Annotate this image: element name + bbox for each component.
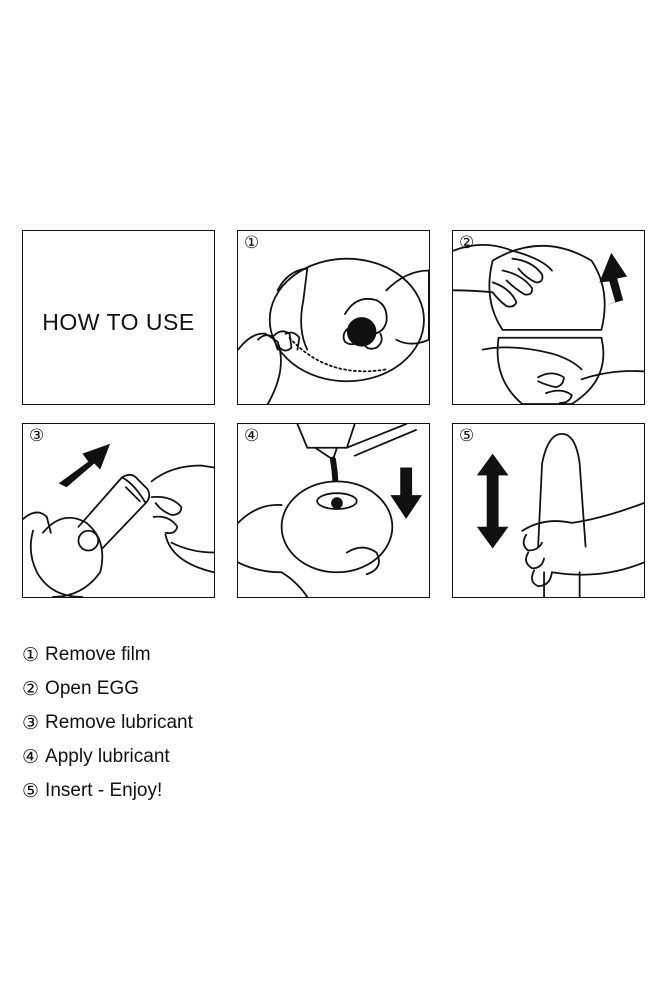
- step-3-panel: ③: [22, 423, 215, 598]
- step-item-4-marker: ④: [22, 746, 40, 768]
- step-item-1-text: Remove film: [45, 644, 151, 665]
- step-item-4: ④ Apply lubricant: [22, 740, 193, 774]
- remove-lubricant-illustration: [23, 443, 214, 597]
- step-item-5: ⑤ Insert - Enjoy!: [22, 774, 193, 808]
- step-item-5-marker: ⑤: [22, 780, 40, 802]
- step-3-marker: ③: [29, 426, 45, 446]
- step-5-panel: ⑤: [452, 423, 645, 598]
- step-2-marker: ②: [459, 233, 475, 253]
- step-1-panel: ①: [237, 230, 430, 405]
- remove-film-illustration: [238, 257, 429, 404]
- step-item-3: ③ Remove lubricant: [22, 706, 193, 740]
- step-item-2-text: Open EGG: [45, 678, 140, 699]
- step-1-marker: ①: [244, 233, 260, 253]
- step-2-panel: ②: [452, 230, 645, 405]
- open-egg-illustration: [453, 243, 644, 404]
- step-5-marker: ⑤: [459, 426, 475, 446]
- step-item-2-marker: ②: [22, 678, 40, 700]
- step-item-5-text: Insert - Enjoy!: [45, 780, 163, 801]
- apply-lubricant-illustration: [238, 424, 422, 597]
- insert-illustration: [476, 432, 644, 597]
- steps-list: ① Remove film ② Open EGG ③ Remove lubric…: [22, 638, 193, 808]
- title-panel: HOW TO USE: [22, 230, 215, 405]
- step-4-marker: ④: [244, 426, 260, 446]
- step-item-2: ② Open EGG: [22, 672, 193, 706]
- step-item-4-text: Apply lubricant: [45, 746, 170, 767]
- step-item-3-text: Remove lubricant: [45, 712, 193, 733]
- step-item-1: ① Remove film: [22, 638, 193, 672]
- how-to-use-title: HOW TO USE: [42, 309, 195, 335]
- step-4-panel: ④: [237, 423, 430, 598]
- step-item-3-marker: ③: [22, 712, 40, 734]
- step-item-1-marker: ①: [22, 644, 40, 666]
